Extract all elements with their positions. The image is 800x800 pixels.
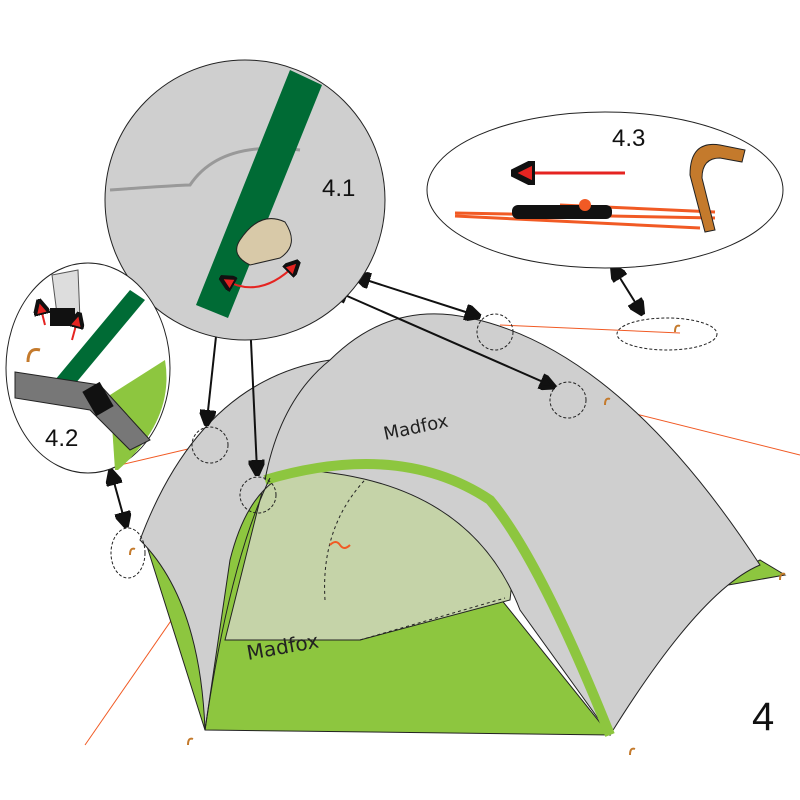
door-zipper <box>324 469 376 601</box>
fly-door-edge <box>263 459 615 737</box>
detail-markers <box>110 313 718 579</box>
pole-line <box>264 359 331 481</box>
callout-4-2-label: 4.2 <box>45 425 78 452</box>
rainfly: Madfox <box>139 313 761 737</box>
red-arrow-icon <box>40 305 45 326</box>
callout-4-1: 4.1 <box>104 59 386 341</box>
marker-right <box>549 381 587 419</box>
pole-sleeve-strap <box>55 290 145 390</box>
marker-4-2-left <box>191 426 229 464</box>
callout-4-2: 4.2 <box>5 262 171 474</box>
buckle-icon <box>50 308 75 326</box>
marker-4-2-corner <box>110 527 146 579</box>
tensioner-icon <box>512 205 612 219</box>
rotate-arrow-icon <box>225 265 295 287</box>
callout-4-3: 4.3 <box>426 111 784 269</box>
stake-icon <box>26 348 41 363</box>
marker-4-3-stake <box>616 317 718 351</box>
step-number: 4 <box>752 695 774 739</box>
stake-icon <box>674 324 681 333</box>
guyline-top <box>499 324 681 334</box>
callout-4-3-label: 4.3 <box>612 125 645 152</box>
stake-icon <box>629 747 636 756</box>
stake-icon <box>604 397 611 406</box>
stake-hook-icon <box>689 143 746 233</box>
pole-sleeve <box>196 70 322 318</box>
door-zipper-bottom <box>359 597 506 641</box>
callout-4-3-ellipse <box>426 111 784 269</box>
marker-4-1-pole <box>239 476 277 514</box>
cord-knot <box>579 199 591 211</box>
stake-icon <box>187 737 194 746</box>
door-toggle-icon <box>329 541 351 549</box>
stakes <box>129 324 786 756</box>
callout-4-1-label: 4.1 <box>322 175 355 202</box>
buckle-clip <box>82 381 114 417</box>
pole-clip <box>236 218 292 266</box>
red-arrow-icon <box>72 318 78 341</box>
stake-icon <box>779 572 786 581</box>
stake-icon <box>129 547 136 556</box>
fly-door-left-edge <box>204 477 271 731</box>
